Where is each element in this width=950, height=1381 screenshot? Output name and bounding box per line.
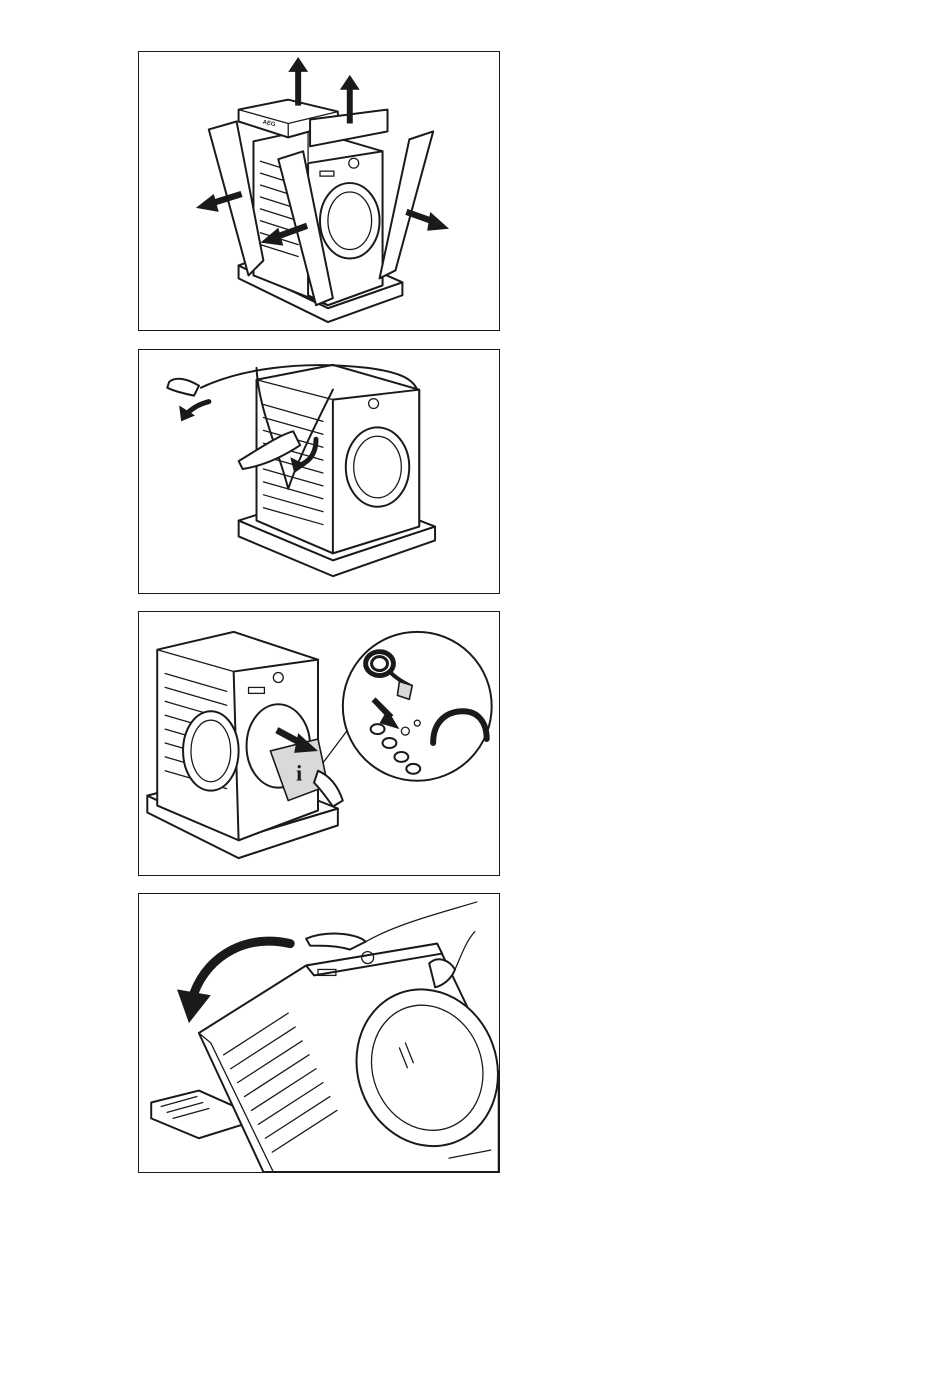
door-icon <box>346 427 409 506</box>
illustration-panel-remove-accessories: i <box>138 611 500 876</box>
detail-zoom-circle <box>343 632 492 781</box>
arrow-curved-icon <box>179 402 209 422</box>
tilt-machine-illustration <box>139 894 499 1172</box>
remove-plastic-cover-illustration <box>139 350 499 593</box>
illustration-panel-remove-cover <box>138 349 500 594</box>
remove-packaging-illustration: AEG <box>139 52 499 330</box>
corner-post-right <box>380 131 434 278</box>
hand-left <box>306 934 366 950</box>
remove-accessories-bag-illustration: i <box>139 612 499 875</box>
illustration-panel-tilt-machine <box>138 893 500 1173</box>
arrow-right-icon <box>405 209 449 231</box>
door-icon <box>320 183 380 258</box>
hand-left <box>167 379 199 396</box>
illustration-panel-remove-packaging: AEG <box>138 51 500 331</box>
arrow-up-icon <box>288 57 308 106</box>
info-symbol: i <box>296 762 302 786</box>
